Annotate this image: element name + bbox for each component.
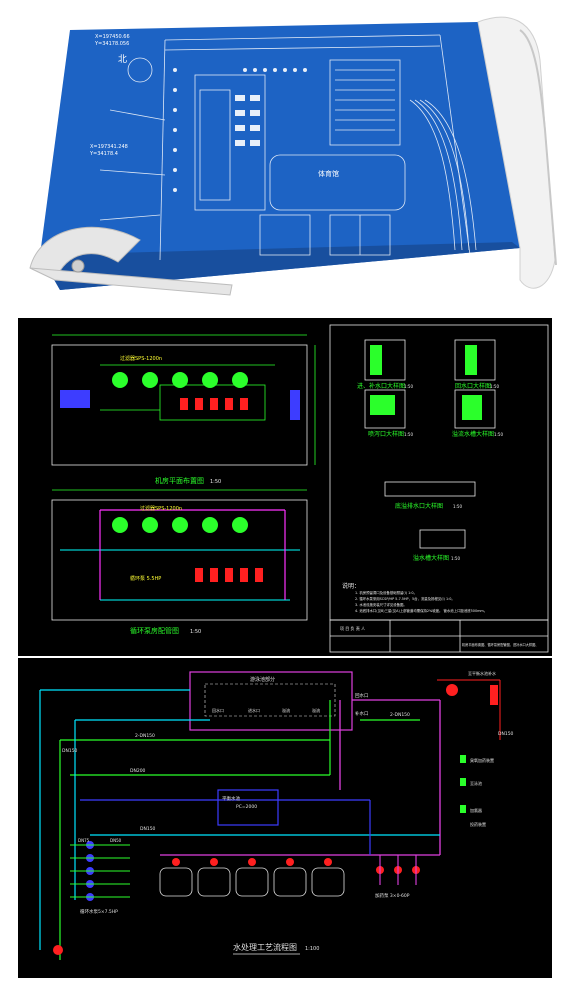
plan-top-scale: 1:50: [210, 479, 221, 485]
pool-box: [189, 671, 353, 731]
flow-title: 水处理工艺流程图: [233, 942, 297, 952]
detail-scale-5: 1:50: [453, 504, 462, 509]
pool-part-4: 溢流: [312, 707, 320, 713]
tank-label: 平衡水池: [222, 795, 240, 802]
blueprint-title: 总平面图: [283, 271, 331, 285]
detail-title-2: 回水口大样图: [455, 382, 491, 390]
pipe-label-3: DN200: [130, 768, 146, 774]
pool-label: 游泳池部分: [250, 676, 275, 683]
pump-label: 循环泵 5.5HP: [130, 575, 161, 582]
right-label-5: 至泳池: [470, 780, 482, 786]
filter-label-2: 过滤器SPS-1200n: [140, 505, 182, 512]
notes-heading: 说明：: [342, 582, 360, 590]
detail-title-3: 喷泻口大样图: [368, 430, 404, 438]
pipe-label-7: DN50: [110, 838, 122, 843]
note-2: 2. 循环水泵采用SCSP/HP 5-7.5HP，5台，流量及扬程见(I) 1:…: [355, 596, 455, 601]
blueprint-scale: 1:600: [345, 277, 362, 284]
right-label-7: 投药装置: [470, 821, 486, 827]
detail-scale-4: 1:50: [494, 432, 503, 437]
pipe-label-4: 2-DN150: [390, 712, 410, 718]
filter-label: 过滤器SPS-1200n: [120, 355, 162, 362]
right-label-8: 加药泵 3×0-60P: [375, 892, 410, 899]
protractor-icon: [29, 226, 233, 296]
detail-title-1: 进、补水口大样图: [357, 382, 405, 390]
flow-panel: 游泳池部分 回水口 进水口 溢流 溢流: [18, 658, 552, 978]
pipe-label-6: DN75: [78, 838, 90, 843]
coord-2: Y=34178.056: [94, 41, 129, 47]
tank-dim: PC=2000: [236, 804, 257, 810]
plan-panel: 机房平面布置图 1:50 循环泵房配管图 1:50 过滤器SPS-1200n 过…: [18, 318, 552, 656]
right-label-2: 补水口: [355, 710, 369, 717]
detail-scale-1: 1:50: [404, 384, 413, 389]
plan-bottom-scale: 1:50: [190, 629, 201, 635]
note-4: 4. 池底排水口(见B)三星(见A)上部管道均需保持2%坡度。 管水池上口距池底…: [355, 608, 487, 613]
note-3: 3. 水池设施安装尺寸详见设备图。: [355, 602, 407, 607]
pipe-label-5: DN150: [140, 826, 156, 832]
right-label-4: 臭氧加药装置: [470, 757, 494, 763]
pool-part-2: 进水口: [248, 707, 260, 713]
detail-title-6: 溢水槽大样图: [413, 554, 449, 562]
coord-1: X=197450.66: [95, 34, 130, 40]
detail-scale-6: 1:50: [451, 556, 460, 561]
detail-scale-2: 1:50: [490, 384, 499, 389]
flow-pump-label: 循环水泵5×7.5HP: [80, 908, 118, 915]
right-label-1: 回水口: [355, 692, 369, 699]
detail-title-5: 底溢排水口大样图: [395, 502, 443, 510]
north-label: 北: [118, 54, 127, 65]
table-right: 机房平面布置图、循环泵房配管图、进补水口大样图、: [462, 642, 539, 647]
detail-title-4: 溢流水槽大样图: [452, 430, 494, 438]
pipe-label-2: DN150: [62, 748, 78, 754]
right-label-6: 加氯器: [470, 807, 482, 813]
coord-4: Y=34178.4: [89, 151, 118, 157]
detail-scale-3: 1:50: [404, 432, 413, 437]
pipe-label-8: DN150: [498, 731, 514, 737]
pipe-label-1: 2-DN150: [135, 733, 155, 739]
pool-part-3: 溢流: [282, 707, 290, 713]
building-label: 体育馆: [318, 169, 339, 178]
blueprint-panel: 北 X=197450.66 Y=34178.056 X=197341.248 Y…: [0, 0, 570, 318]
pool-part-1: 回水口: [212, 707, 224, 713]
plan-bottom-title: 循环泵房配管图: [130, 626, 179, 635]
flow-scale: 1:100: [305, 946, 319, 952]
right-label-3: 至平衡水池补水: [468, 670, 496, 676]
table-header: 项 目 负 责 人: [340, 625, 365, 631]
note-1: 1. 机房预留洞口及设备基础预留(I) 1:0。: [355, 590, 417, 595]
coord-3: X=197341.248: [90, 144, 128, 150]
plan-top-title: 机房平面布置图: [155, 476, 204, 485]
